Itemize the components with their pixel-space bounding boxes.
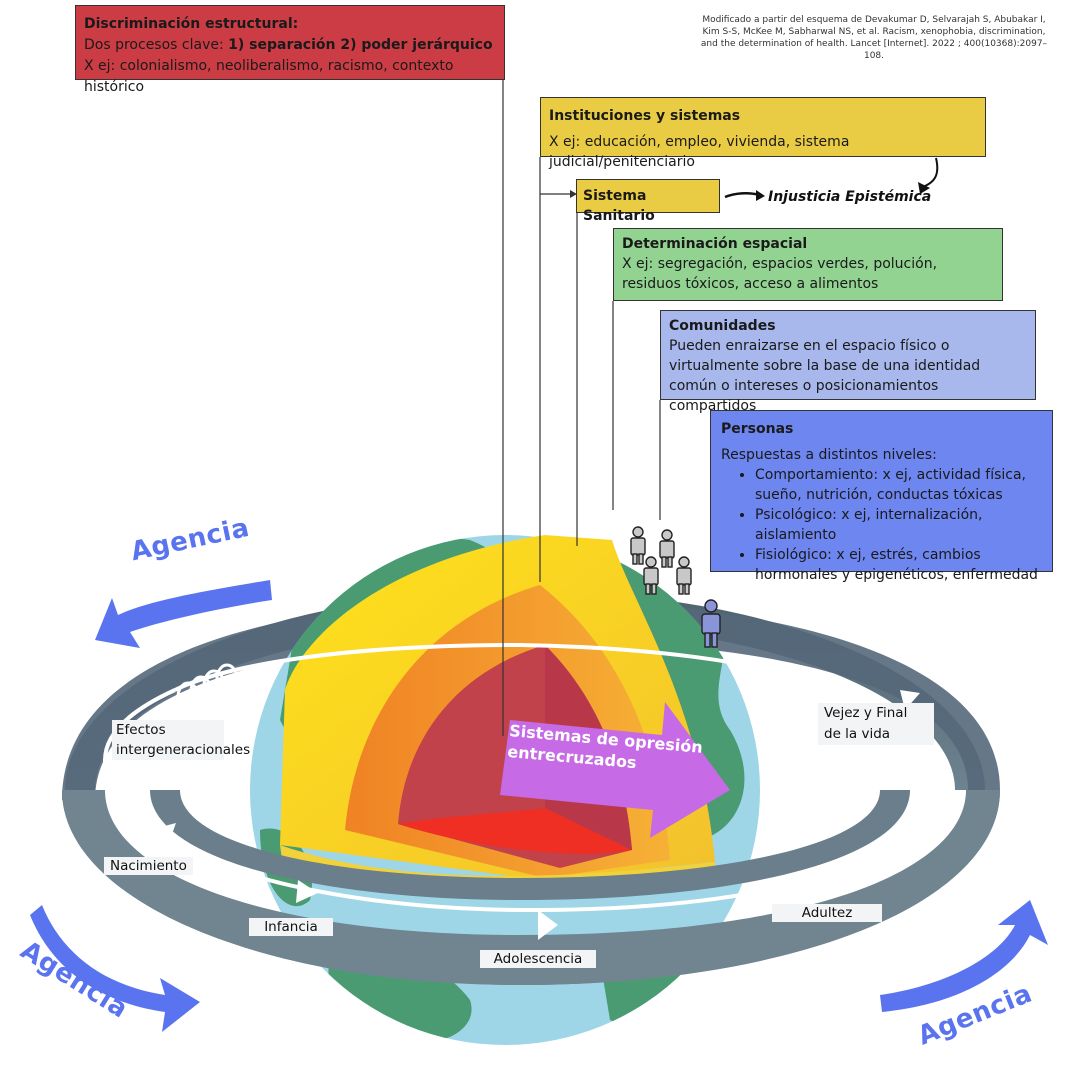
stage-adolescence: Adolescencia — [480, 950, 596, 968]
right-arrow-icon — [724, 192, 761, 199]
spatial-title: Determinación espacial — [622, 236, 808, 252]
list-item: Psicológico: x ej, internalización, aisl… — [755, 505, 1042, 545]
stage-effects-line1: Efectos — [116, 720, 220, 740]
curved-arrow-head-icon — [918, 182, 930, 194]
communities-title: Comunidades — [669, 318, 776, 334]
health-system-box: Sistema Sanitario — [576, 179, 720, 224]
structural-examples: X ej: colonialismo, neoliberalismo, raci… — [84, 58, 454, 95]
health-system-title: Sistema Sanitario — [583, 188, 655, 224]
persons-response-list: Comportamiento: x ej, actividad física, … — [721, 465, 1042, 585]
communities-box: Comunidades Pueden enraizarse en el espa… — [660, 310, 1036, 414]
stage-adulthood: Adultez — [772, 904, 882, 922]
life-ring-inner-band — [150, 790, 910, 900]
institutions-title: Instituciones y sistemas — [549, 108, 741, 124]
life-ring-front-fill — [62, 790, 1000, 985]
structural-processes: Dos procesos clave: 1) separación 2) pod… — [84, 35, 496, 56]
communities-description: Pueden enraizarse en el espacio físico o… — [669, 338, 981, 414]
leader-lines — [502, 80, 661, 736]
list-item: Comportamiento: x ej, actividad física, … — [755, 465, 1042, 505]
persons-title: Personas — [721, 421, 794, 437]
spatial-determination-box: Determinación espacial X ej: segregación… — [613, 228, 1003, 301]
persons-box: Personas Respuestas a distintos niveles:… — [710, 410, 1053, 583]
stage-effects-line2: intergeneracionales — [116, 740, 251, 760]
right-arrow-head-icon — [756, 190, 765, 201]
stage-birth: Nacimiento — [104, 857, 193, 875]
structural-processes-label: Dos procesos clave: — [84, 37, 229, 53]
stage-old-age: Vejez y Final de la vida — [818, 703, 934, 745]
institutions-box: Instituciones y sistemas X ej: educación… — [540, 97, 986, 170]
structural-title: Discriminación estructural: — [84, 16, 299, 32]
person-icon — [630, 526, 692, 595]
agency-arrow-icon — [30, 580, 1048, 1032]
stage-childhood: Infancia — [249, 918, 333, 936]
inner-core-face — [398, 808, 632, 854]
stage-intergenerational-effects: Efectos intergeneracionales — [112, 720, 251, 760]
persons-intro: Respuestas a distintos niveles: — [721, 447, 937, 463]
epistemic-injustice-label: Injusticia Epistémica — [768, 189, 932, 205]
oppression-arrow-icon — [500, 702, 730, 838]
spatial-examples: X ej: segregación, espacios verdes, polu… — [622, 256, 938, 292]
institutions-examples: X ej: educación, empleo, vivienda, siste… — [549, 134, 850, 170]
spiral-icon — [176, 663, 239, 713]
citation-text: Modificado a partir del esquema de Devak… — [700, 15, 1048, 61]
list-item: Fisiológico: x ej, estrés, cambios hormo… — [755, 545, 1042, 585]
individual-person-icon — [701, 599, 721, 648]
leader-arrowhead-icon — [570, 190, 577, 198]
structural-processes-value: 1) separación 2) poder jerárquico — [228, 37, 493, 53]
structural-discrimination-box: Discriminación estructural: Dos procesos… — [75, 5, 505, 95]
